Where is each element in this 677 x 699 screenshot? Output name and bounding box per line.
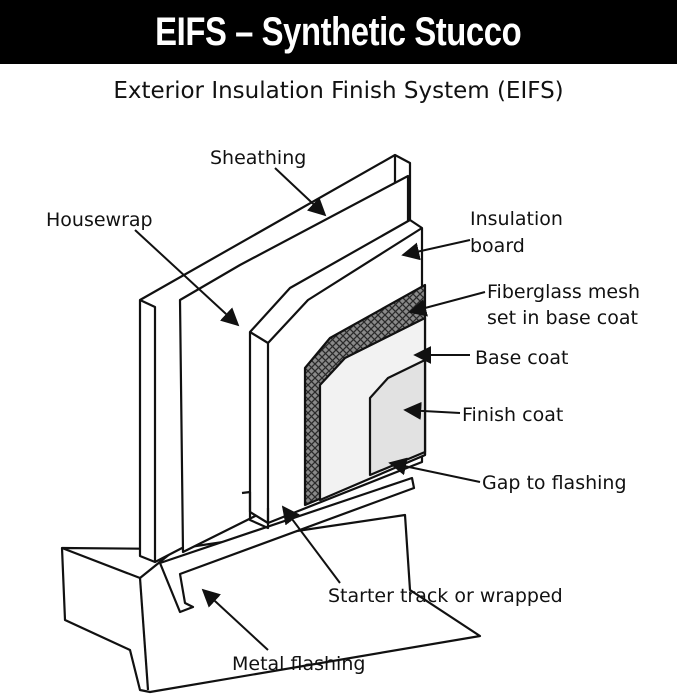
finish-coat [368, 358, 427, 477]
label-starter: Starter track or wrapped [328, 585, 563, 607]
title-bar: EIFS – Synthetic Stucco [0, 0, 677, 64]
metal-flashing [158, 476, 416, 614]
insulation-arrow [401, 239, 471, 261]
page-title: EIFS – Synthetic Stucco [155, 9, 522, 54]
label-sheathing: Sheathing [210, 147, 306, 169]
label-flashing: Metal flashing [232, 653, 365, 675]
starter-track [241, 490, 270, 530]
flashing-arrow [201, 588, 269, 651]
insulation-thickness [249, 227, 423, 523]
foundation-edge [138, 577, 150, 691]
label-insulation-1: Insulation [470, 208, 563, 230]
gap-arrow [388, 457, 481, 483]
label-mesh-1: Fiberglass mesh [487, 281, 640, 303]
finish-coat-arrow [403, 401, 461, 420]
label-housewrap: Housewrap [46, 209, 153, 231]
label-finish-coat: Finish coat [462, 404, 563, 426]
label-gap: Gap to flashing [482, 472, 627, 494]
label-base-coat: Base coat [475, 347, 568, 369]
starter-arrow [281, 505, 341, 584]
sheathing-arrow [274, 167, 327, 217]
label-insulation-2: board [470, 235, 525, 257]
mesh-arrow [408, 291, 486, 317]
label-mesh-2: set in base coat [487, 307, 638, 329]
housewrap-arrow [134, 229, 240, 327]
page-subtitle: Exterior Insulation Finish System (EIFS) [113, 78, 564, 104]
